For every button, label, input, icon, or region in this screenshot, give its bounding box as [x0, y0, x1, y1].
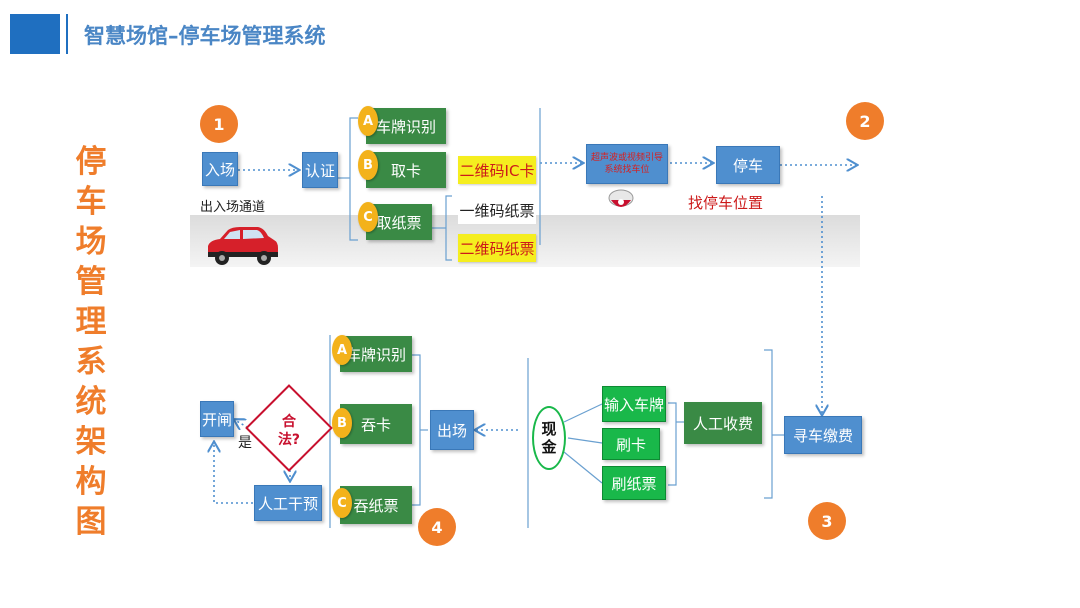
- header-accent-block: [10, 14, 60, 54]
- exit-option-swallow-card: 吞卡: [340, 404, 412, 444]
- entry-option-c-badge: C: [358, 202, 378, 232]
- verify-box: 认证: [302, 152, 338, 188]
- cash-label: 现金: [541, 420, 557, 456]
- page-title: 智慧场馆–停车场管理系统: [84, 24, 326, 48]
- qr-ic-card-box: 二维码IC卡: [458, 156, 536, 184]
- exit-option-plate-recognition: 车牌识别: [340, 336, 412, 372]
- entry-option-a-badge: A: [358, 106, 378, 136]
- legal-decision-label: 合法?: [277, 414, 301, 448]
- yes-label: 是: [238, 435, 252, 451]
- barcode-ticket-box: 一维码纸票: [458, 196, 536, 224]
- qr-paper-ticket-box: 二维码纸票: [458, 234, 536, 262]
- car-icon: [208, 227, 278, 265]
- entry-box: 入场: [202, 152, 238, 186]
- find-car-pay-box: 寻车缴费: [784, 416, 862, 454]
- step-3-badge: 3: [808, 502, 846, 540]
- guidance-system-box: 超声波或视频引导系统找车位: [586, 144, 668, 184]
- side-title: 停车场管理系统架构图: [75, 144, 107, 540]
- cash-oval: 现金: [532, 406, 566, 470]
- manual-charge-box: 人工收费: [684, 402, 762, 444]
- park-box: 停车: [716, 146, 780, 184]
- header-divider: [66, 14, 68, 54]
- exit-option-a-badge: A: [332, 335, 352, 365]
- entry-option-b-badge: B: [358, 150, 378, 180]
- step-4-badge: 4: [418, 508, 456, 546]
- guidance-system-label: 超声波或视频引导系统找车位: [591, 153, 664, 175]
- entry-option-paper-ticket: 取纸票: [366, 204, 432, 240]
- exit-option-swallow-ticket: 吞纸票: [340, 486, 412, 524]
- exit-option-c-badge: C: [332, 488, 352, 518]
- exit-box: 出场: [430, 410, 474, 450]
- find-spot-label: 找停车位置: [688, 194, 764, 212]
- payment-swipe-ticket: 刷纸票: [602, 466, 666, 500]
- manual-intervention-box: 人工干预: [254, 485, 322, 521]
- gate-label: 出入场通道: [200, 200, 266, 215]
- step-1-badge: 1: [200, 105, 238, 143]
- exit-option-b-badge: B: [332, 408, 352, 438]
- payment-input-plate: 输入车牌: [602, 386, 666, 422]
- open-gate-box: 开闸: [200, 401, 234, 437]
- parking-sensor-icon: [608, 189, 634, 207]
- entry-option-plate-recognition: 车牌识别: [366, 108, 446, 144]
- payment-swipe-card: 刷卡: [602, 428, 660, 460]
- step-2-badge: 2: [846, 102, 884, 140]
- entry-option-take-card: 取卡: [366, 152, 446, 188]
